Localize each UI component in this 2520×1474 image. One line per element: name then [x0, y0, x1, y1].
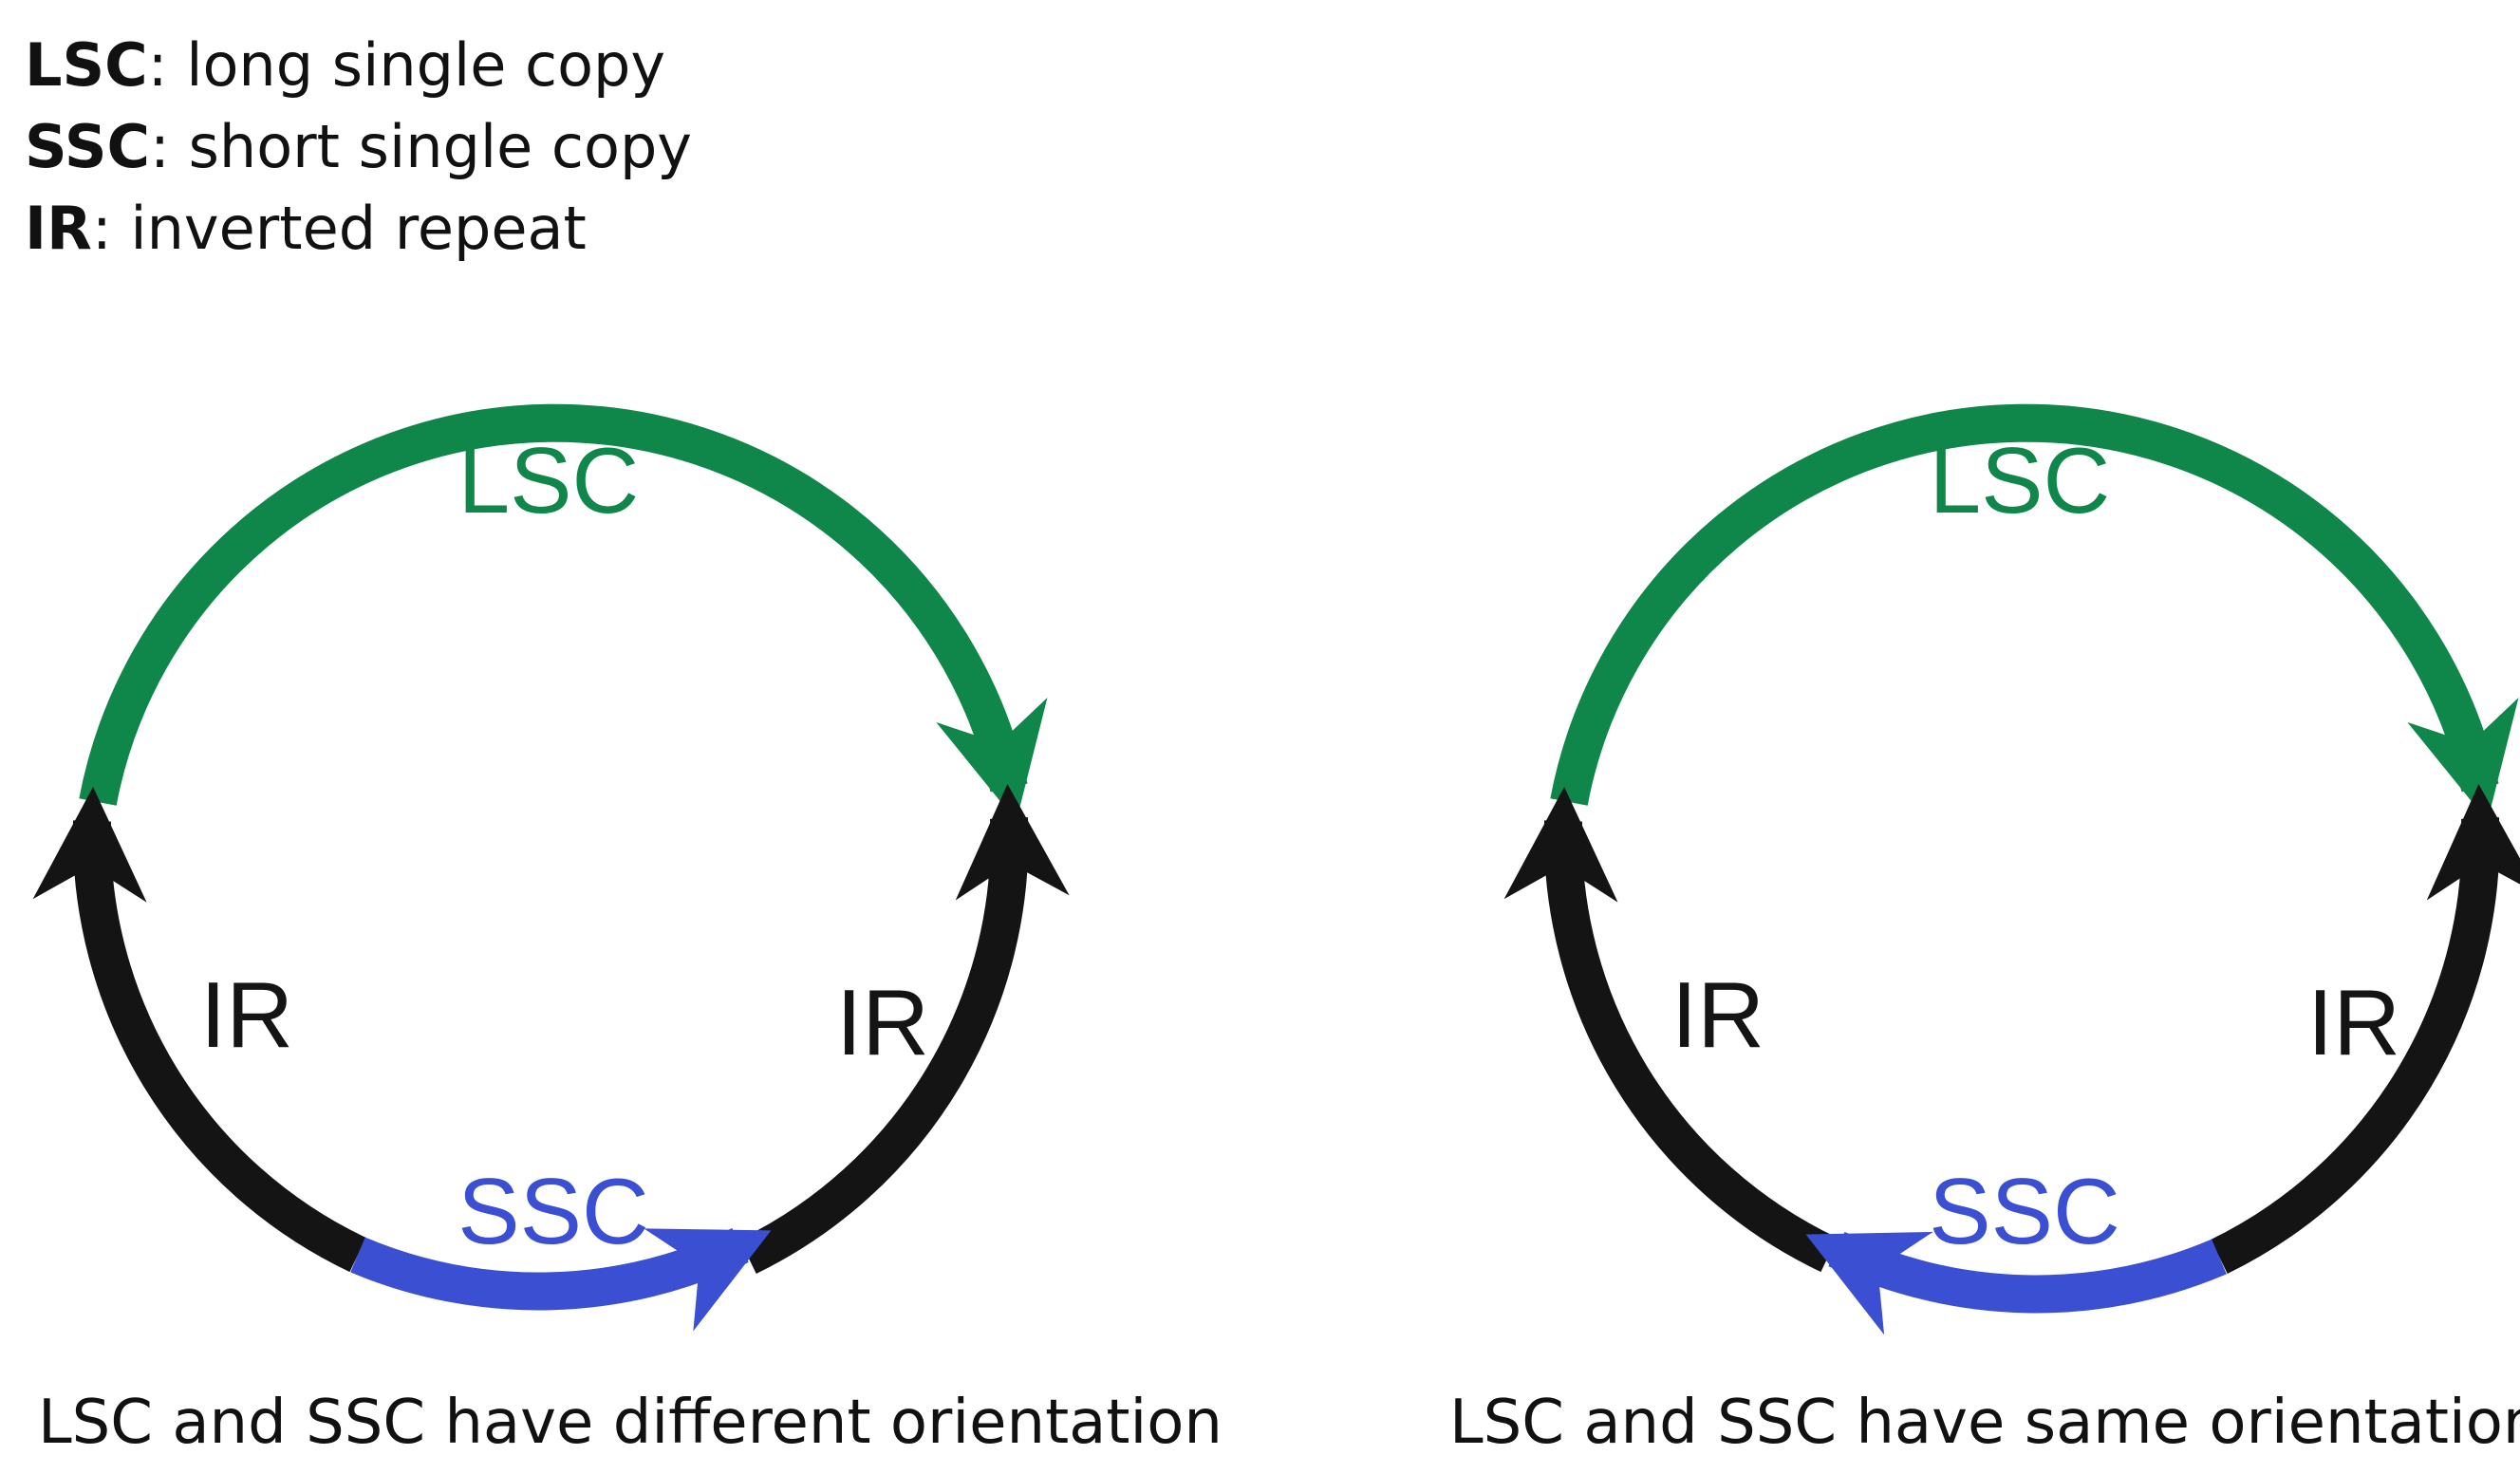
ir-right-arc — [739, 784, 1070, 1274]
legend-desc: : short single copy — [150, 112, 692, 181]
ir-left-label: IR — [1671, 962, 1764, 1067]
lsc-arc — [1550, 403, 2519, 822]
ssc-arc — [350, 1227, 772, 1332]
legend-item-lsc: LSC: long single copy — [25, 25, 692, 106]
ssc-arc — [1805, 1231, 2227, 1335]
lsc-label: LSC — [458, 428, 640, 532]
ir-right-arc — [2211, 784, 2520, 1274]
lsc-label: LSC — [1930, 428, 2111, 532]
diagram-left: LSC IR IR SSC — [32, 403, 1070, 1332]
ssc-label: SSC — [457, 1159, 649, 1263]
ir-right-label: IR — [836, 970, 929, 1074]
lsc-arc — [79, 403, 1048, 822]
legend-item-ssc: SSC: short single copy — [25, 106, 692, 188]
legend-abbr: IR — [25, 194, 92, 263]
legend-desc: : inverted repeat — [91, 194, 587, 263]
caption-same-orientation: LSC and SSC have same orientation — [1449, 1388, 2520, 1458]
ir-left-arc — [1503, 787, 1838, 1273]
legend-item-ir: IR: inverted repeat — [25, 188, 692, 270]
ir-left-arc — [32, 787, 366, 1273]
ir-left-label: IR — [200, 962, 293, 1067]
ssc-label: SSC — [1929, 1159, 2120, 1263]
legend-desc: : long single copy — [147, 30, 666, 100]
ir-right-label: IR — [2307, 970, 2400, 1074]
legend: LSC: long single copy SSC: short single … — [25, 25, 692, 270]
caption-different-orientation: LSC and SSC have different orientation — [38, 1388, 1223, 1458]
diagram-right: LSC IR IR SSC — [1503, 403, 2520, 1335]
legend-abbr: SSC — [25, 112, 151, 181]
legend-abbr: LSC — [25, 30, 148, 100]
